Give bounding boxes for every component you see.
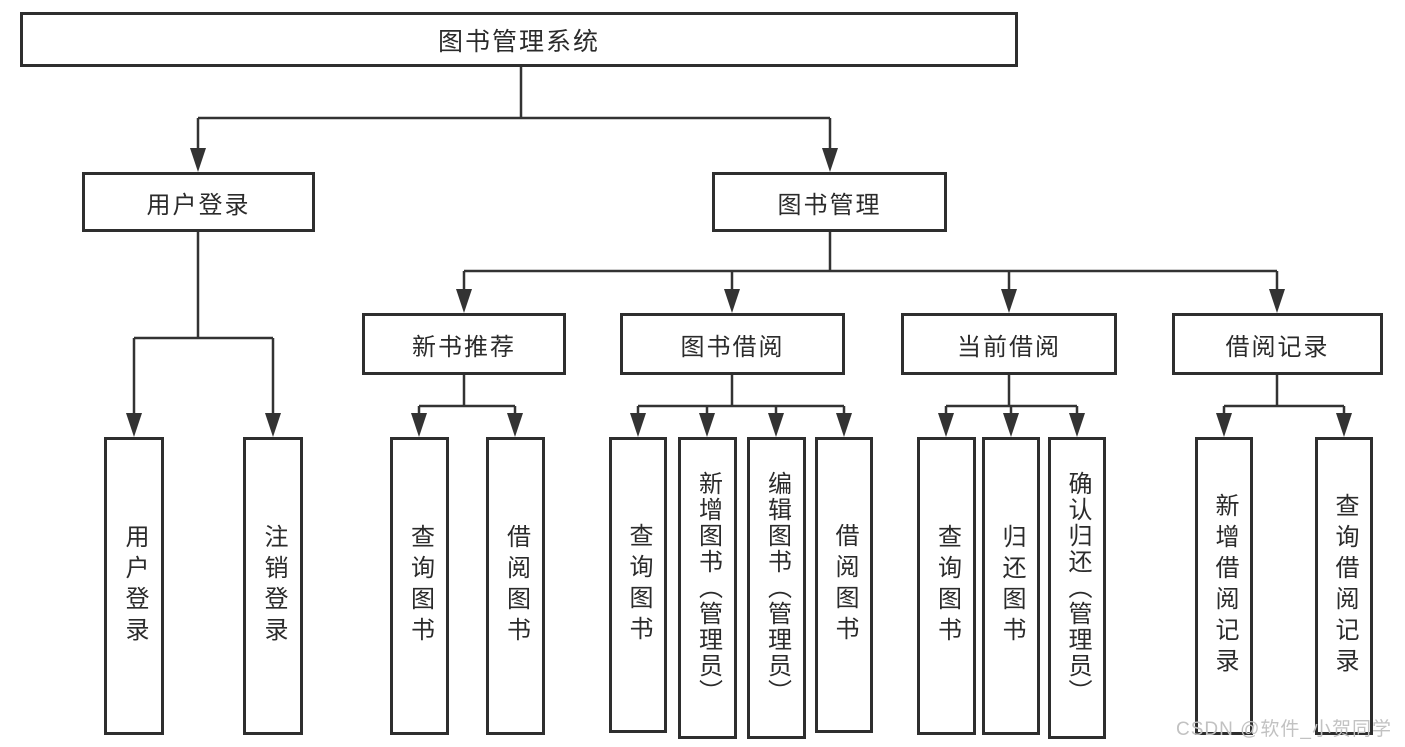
node-book-management: 图书管理 bbox=[712, 172, 947, 232]
arrow-down-icon bbox=[507, 413, 523, 437]
node-user-login: 用户登录 bbox=[82, 172, 315, 232]
connector-user-login bbox=[132, 232, 275, 416]
node-leaf-borrow-books: 借阅图书 bbox=[486, 437, 545, 735]
node-leaf-confirm-return-admin: 确认归还（管理员） bbox=[1048, 437, 1106, 739]
connector-root bbox=[196, 66, 832, 150]
arrow-down-icon bbox=[724, 289, 740, 313]
arrow-down-icon bbox=[1069, 413, 1085, 437]
node-leaf-user-login: 用户登录 bbox=[104, 437, 164, 735]
arrow-down-icon bbox=[822, 148, 838, 172]
connector-book-management bbox=[462, 232, 1279, 292]
node-leaf-add-books-admin: 新增图书（管理员） bbox=[678, 437, 737, 739]
connector-borrowing-records bbox=[1222, 375, 1346, 418]
arrow-down-icon bbox=[699, 413, 715, 437]
connector-new-book bbox=[417, 375, 517, 418]
arrow-down-icon bbox=[630, 413, 646, 437]
arrow-down-icon bbox=[1003, 413, 1019, 437]
arrow-down-icon bbox=[265, 413, 281, 437]
node-leaf-add-borrow-record: 新增借阅记录 bbox=[1195, 437, 1253, 735]
node-book-borrowing: 图书借阅 bbox=[620, 313, 845, 375]
node-new-book-recommend: 新书推荐 bbox=[362, 313, 566, 375]
node-leaf-query-books: 查询图书 bbox=[609, 437, 667, 733]
arrow-down-icon bbox=[456, 289, 472, 313]
node-leaf-query-books: 查询图书 bbox=[390, 437, 449, 735]
node-current-borrowing: 当前借阅 bbox=[901, 313, 1117, 375]
arrow-down-icon bbox=[836, 413, 852, 437]
arrow-down-icon bbox=[1336, 413, 1352, 437]
node-leaf-query-books: 查询图书 bbox=[917, 437, 976, 735]
node-root-title: 图书管理系统 bbox=[20, 12, 1018, 67]
connector-current-borrowing bbox=[944, 375, 1079, 418]
connector-book-borrowing bbox=[636, 375, 846, 418]
watermark: CSDN @软件_小贺同学 bbox=[1176, 719, 1392, 740]
arrow-down-icon bbox=[1001, 289, 1017, 313]
arrow-down-icon bbox=[938, 413, 954, 437]
node-leaf-borrow-books: 借阅图书 bbox=[815, 437, 873, 733]
node-borrowing-records: 借阅记录 bbox=[1172, 313, 1383, 375]
node-leaf-query-borrow-record: 查询借阅记录 bbox=[1315, 437, 1373, 735]
arrow-down-icon bbox=[768, 413, 784, 437]
arrow-down-icon bbox=[1216, 413, 1232, 437]
node-leaf-edit-books-admin: 编辑图书（管理员） bbox=[747, 437, 806, 739]
node-leaf-return-books: 归还图书 bbox=[982, 437, 1040, 735]
arrow-down-icon bbox=[126, 413, 142, 437]
arrow-down-icon bbox=[190, 148, 206, 172]
arrowheads bbox=[126, 148, 1352, 437]
node-leaf-logout: 注销登录 bbox=[243, 437, 303, 735]
arrow-down-icon bbox=[1269, 289, 1285, 313]
arrow-down-icon bbox=[411, 413, 427, 437]
